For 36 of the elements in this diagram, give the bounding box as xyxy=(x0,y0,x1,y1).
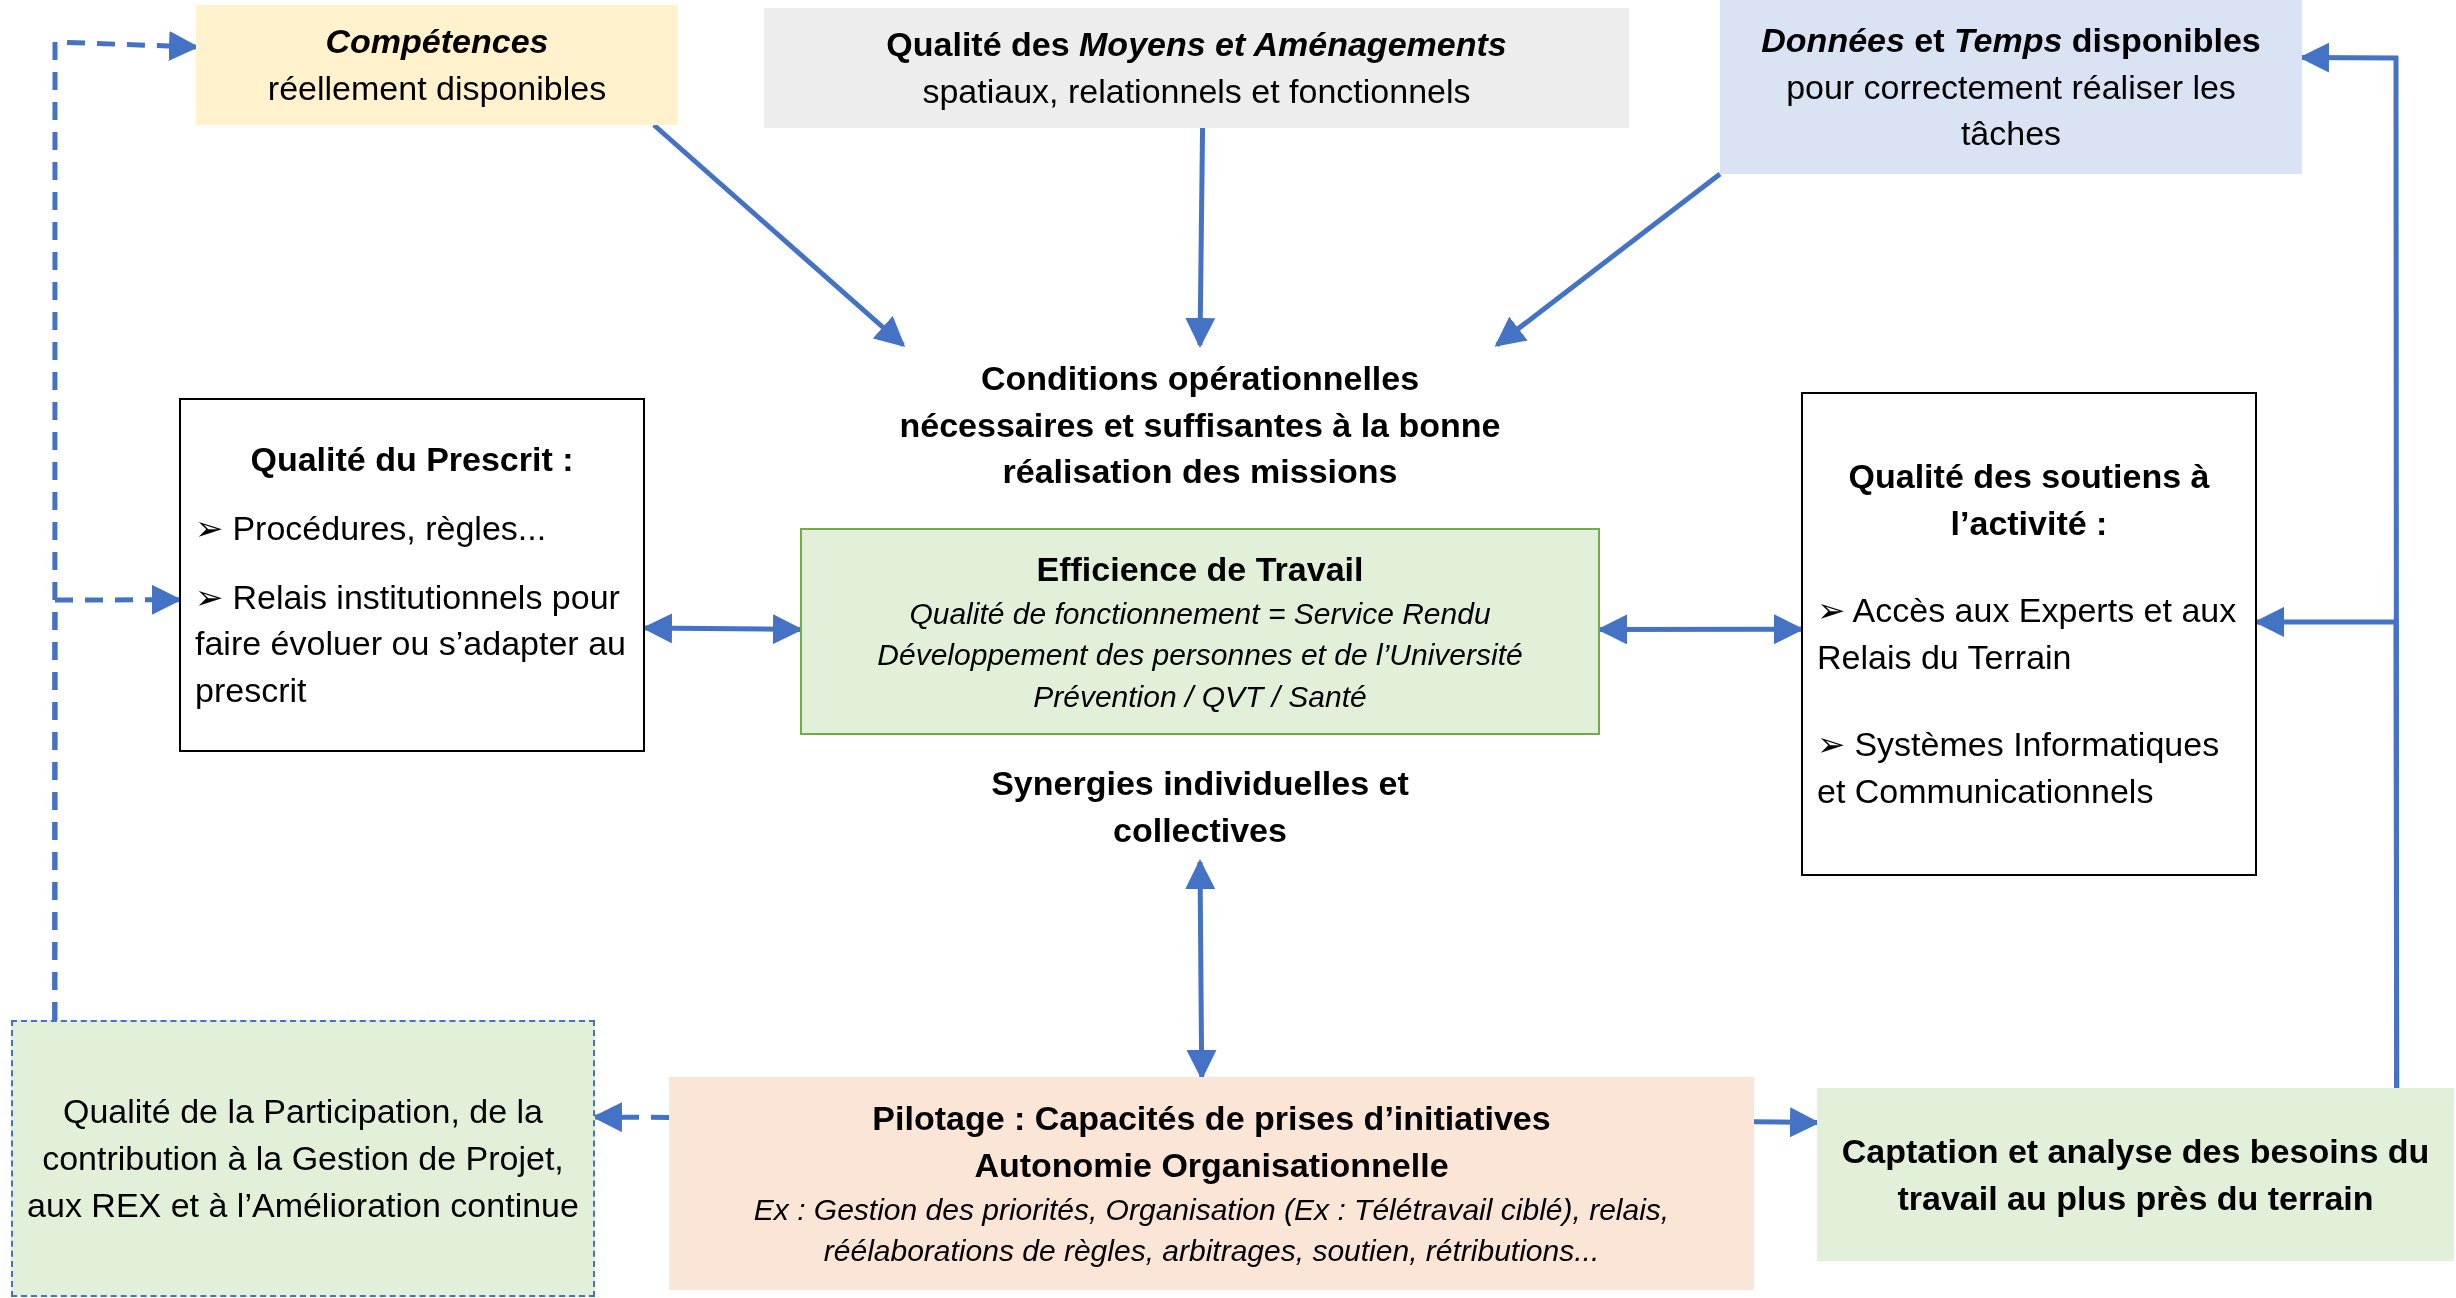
arrow xyxy=(1185,127,1216,348)
bullet-item: ➢ Systèmes Informatiques et Communicationnels xyxy=(1817,723,2221,812)
text-box xyxy=(800,528,1600,735)
arrow xyxy=(652,123,906,347)
box-text: Prévention / QVT / Santé xyxy=(1032,678,1368,715)
box-text: pour correctement réaliser les tâches xyxy=(1785,66,2237,155)
bullet-item: ➢ Procédures, règles... xyxy=(195,507,548,549)
box-heading: Conditions opérationnelles nécessaires et suffisantes à la bonne réalisation des missions xyxy=(898,357,1502,493)
box-heading: Captation et analyse des besoins du travail au plus près du terrain xyxy=(1840,1130,2431,1219)
box-text: réellement disponibles xyxy=(266,68,608,109)
arrow xyxy=(1185,859,1217,1080)
text-box xyxy=(1720,0,2302,174)
box-heading: Efficience de Travail xyxy=(1035,548,1365,590)
bullet-item: ➢ Accès aux Experts et aux Relais du Terrain xyxy=(1817,590,2238,678)
text-box xyxy=(1817,1088,2454,1261)
box-text: Qualité de fonctionnement = Service Rendu xyxy=(908,595,1492,632)
box-text: spatiaux, relationnels et fonctionnels xyxy=(921,71,1472,112)
box-heading: Pilotage : Capacités de prises d’initiatives xyxy=(871,1098,1552,1140)
arrow xyxy=(1494,172,1722,347)
bullet-item: ➢ Relais institutionnels pour faire évoluer ou s’adapter au prescrit xyxy=(195,576,627,712)
box-heading: Compétences xyxy=(324,21,550,63)
text-box xyxy=(196,5,678,125)
box-text: Autonomie Organisationnelle xyxy=(973,1145,1450,1187)
text-box xyxy=(669,1077,1754,1290)
box-heading: Synergies individuelles et collectives xyxy=(990,763,1410,851)
text-box xyxy=(764,8,1629,128)
box-text: Ex : Gestion des priorités, Organisation (Ex : Télétravail ciblé), relais, réélaborations de règles, arbitrages, soutien, rétributions... xyxy=(752,1192,1671,1270)
box-heading: Qualité des Moyens et Aménagements xyxy=(885,24,1508,66)
box-text: Qualité de la Participation, de la contribution à la Gestion de Projet, aux REX et à l’Amélioration continue xyxy=(27,1091,579,1226)
box-text: Développement des personnes et de l’Université xyxy=(876,637,1524,674)
box-heading: Données et Temps disponibles xyxy=(1760,19,2262,61)
text-box xyxy=(179,398,645,752)
text-box xyxy=(1801,392,2257,876)
box-heading: Qualité des soutiens à l’activité : xyxy=(1847,456,2211,545)
text-box xyxy=(11,1020,595,1297)
box-heading: Qualité du Prescrit : xyxy=(249,438,575,480)
